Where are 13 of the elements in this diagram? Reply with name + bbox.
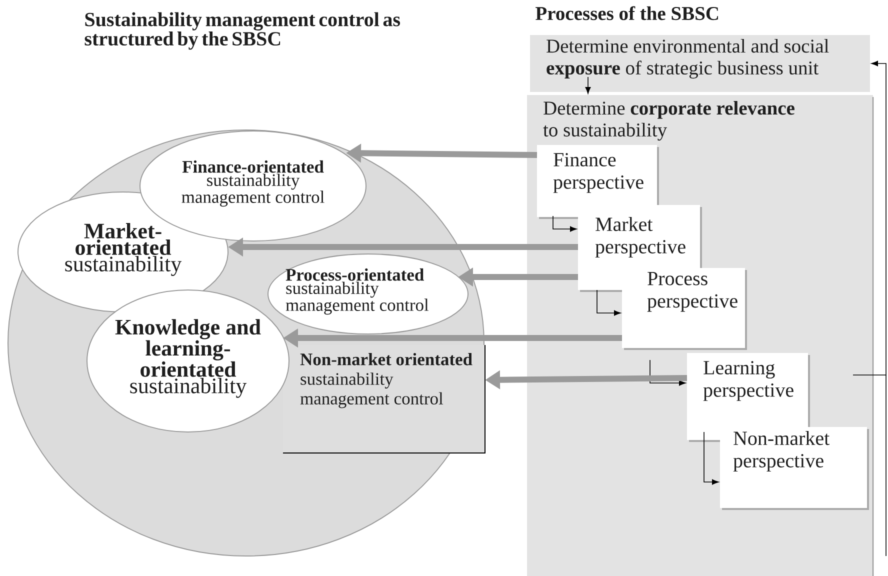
arrow xyxy=(704,432,719,485)
perspective-card: Non-market perspective xyxy=(720,427,869,510)
node-label: Non-market orientated xyxy=(300,353,472,366)
node-label: sustainability management control xyxy=(300,372,444,408)
process-band: Determine environmental and social exposure of strategic business unit xyxy=(530,35,870,92)
perspective-card: Process perspective xyxy=(622,268,747,350)
control-box: Non-market orientated sustainability management control xyxy=(282,344,486,454)
arrow xyxy=(852,60,886,376)
arrow xyxy=(650,360,686,386)
arrow xyxy=(585,76,591,94)
arrow xyxy=(552,216,577,232)
heading: Sustainability management control as structured by the SBSC xyxy=(84,12,400,50)
arrow xyxy=(596,290,621,316)
